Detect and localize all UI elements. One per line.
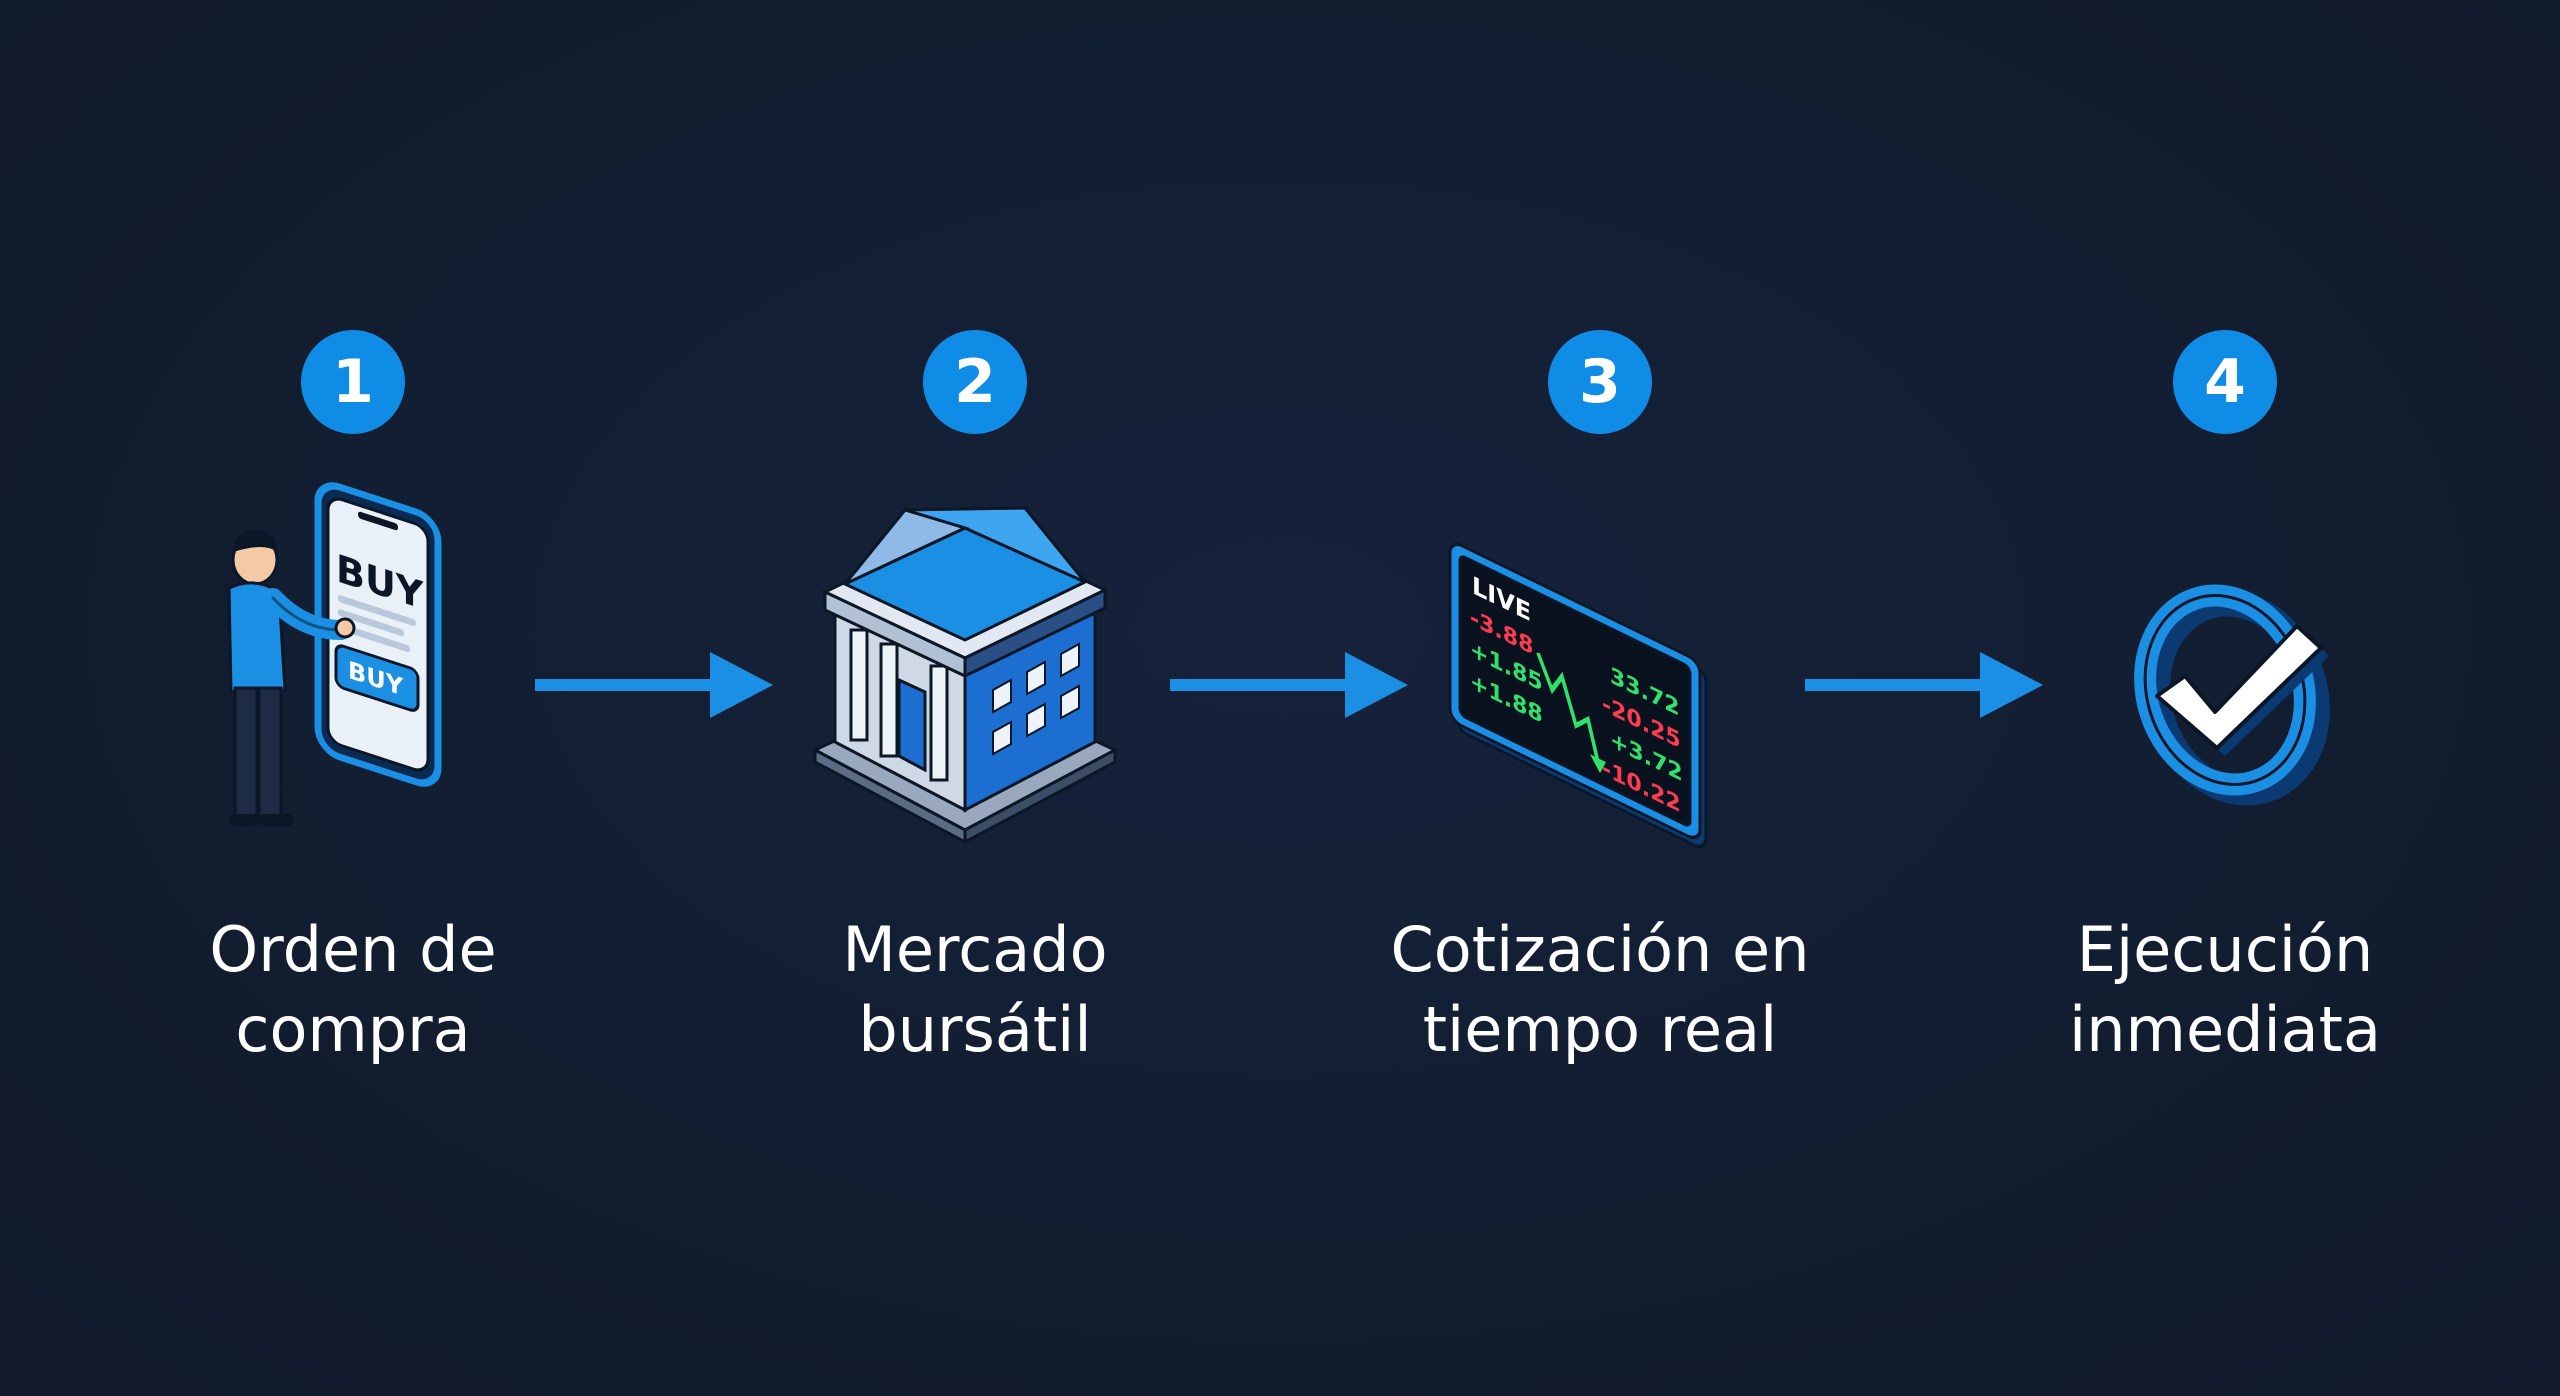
arrow-right-icon: [515, 640, 775, 730]
step-label: Cotización en tiempo real: [1390, 913, 1810, 1066]
step-number-badge: 4: [2173, 330, 2277, 434]
checkmark-circle-icon: [2045, 480, 2405, 870]
live-ticker-screen-icon: LIVE -3.88 +1.85 +1.88 33.72 -20.25 +3.7…: [1420, 480, 1780, 870]
step-label: Ejecución inmediata: [2069, 913, 2381, 1066]
step-3: 3 LIVE -3.88 +1.85 +1.88 33.72 -20.25 +3…: [1340, 330, 1860, 1090]
step-label: Mercado bursátil: [842, 913, 1108, 1066]
stock-exchange-building-icon: [795, 480, 1155, 870]
arrow-right-icon: [1785, 640, 2045, 730]
step-1: 1 BUY BUY: [93, 330, 613, 1090]
step-label: Orden de compra: [209, 913, 497, 1066]
arrow-right-icon: [1150, 640, 1410, 730]
step-number-badge: 1: [301, 330, 405, 434]
step-2: 2: [715, 330, 1235, 1090]
step-number-badge: 3: [1548, 330, 1652, 434]
phone-buy-order-icon: BUY BUY: [173, 480, 533, 870]
step-4: 4 Ejecución inmediata: [1965, 330, 2485, 1090]
step-number-badge: 2: [923, 330, 1027, 434]
